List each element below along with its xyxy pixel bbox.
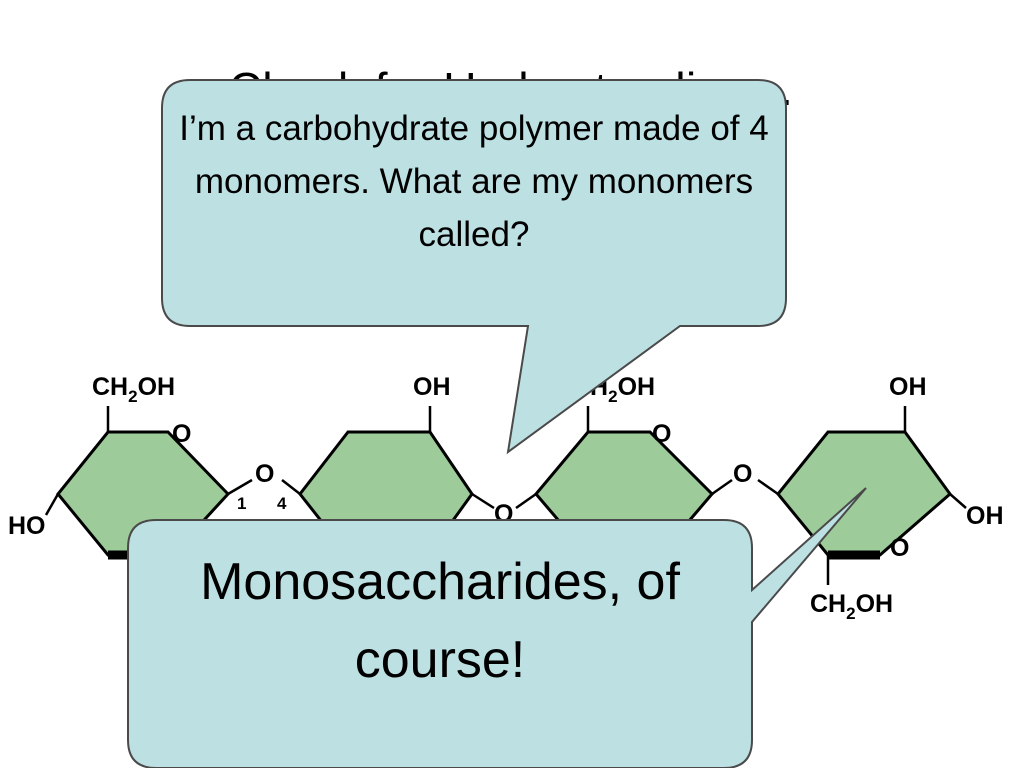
answer-text: Monosaccharides, of course! bbox=[200, 553, 680, 689]
ho-label-left: HO bbox=[8, 512, 46, 540]
question-bubble bbox=[161, 79, 787, 455]
link-oxygen-1: O bbox=[255, 460, 274, 488]
oh-label-4: OH bbox=[889, 373, 927, 401]
oh-label-2: OH bbox=[413, 373, 451, 401]
carbon-number-4: 4 bbox=[277, 494, 287, 513]
ch2oh-label-bottom: CH2OH bbox=[810, 590, 893, 623]
ch2oh-label-1: CH2OH bbox=[92, 373, 175, 406]
link-oxygen-3: O bbox=[733, 460, 752, 488]
oh-label-right: OH bbox=[966, 502, 1004, 530]
ring-oxygen-3: O bbox=[652, 420, 671, 448]
question-text: I’m a carbohydrate polymer made of 4 mon… bbox=[179, 109, 769, 254]
sugar-ring-4 bbox=[757, 406, 967, 585]
carbon-number-1: 1 bbox=[237, 494, 246, 513]
ring-oxygen-4: O bbox=[890, 534, 909, 562]
ring-oxygen-1: O bbox=[172, 420, 191, 448]
